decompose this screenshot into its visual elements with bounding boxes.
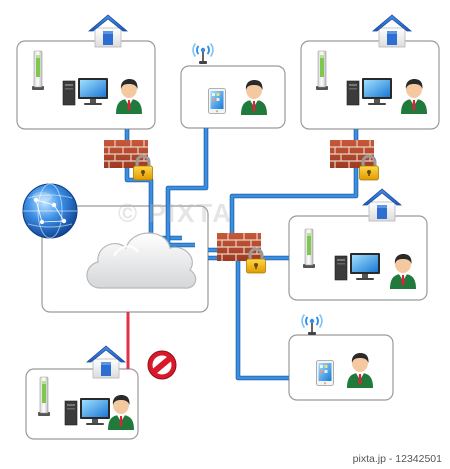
site-box-bottom-right bbox=[288, 334, 394, 401]
wifi-icon bbox=[191, 42, 215, 66]
house-icon bbox=[372, 14, 412, 48]
tablet-icon bbox=[316, 360, 334, 386]
house-icon bbox=[86, 345, 126, 379]
server-tower-icon bbox=[302, 228, 316, 268]
firewall-icon bbox=[217, 233, 261, 261]
tablet-icon bbox=[208, 88, 226, 114]
house-icon bbox=[88, 14, 128, 48]
wifi-icon bbox=[300, 313, 324, 337]
site-box-top-center bbox=[180, 65, 286, 129]
no-entry-icon bbox=[147, 350, 177, 380]
watermark: © PIXTA bbox=[118, 198, 234, 228]
footer-id: pixta.jp - 12342501 bbox=[352, 453, 442, 465]
house-icon bbox=[362, 188, 402, 222]
server-tower-icon bbox=[37, 376, 51, 416]
cloud-icon bbox=[86, 232, 197, 289]
firewall-icon bbox=[104, 140, 148, 168]
server-tower-icon bbox=[31, 50, 45, 90]
server-tower-icon bbox=[315, 50, 329, 90]
firewall-icon bbox=[330, 140, 374, 168]
globe-icon bbox=[22, 183, 78, 239]
